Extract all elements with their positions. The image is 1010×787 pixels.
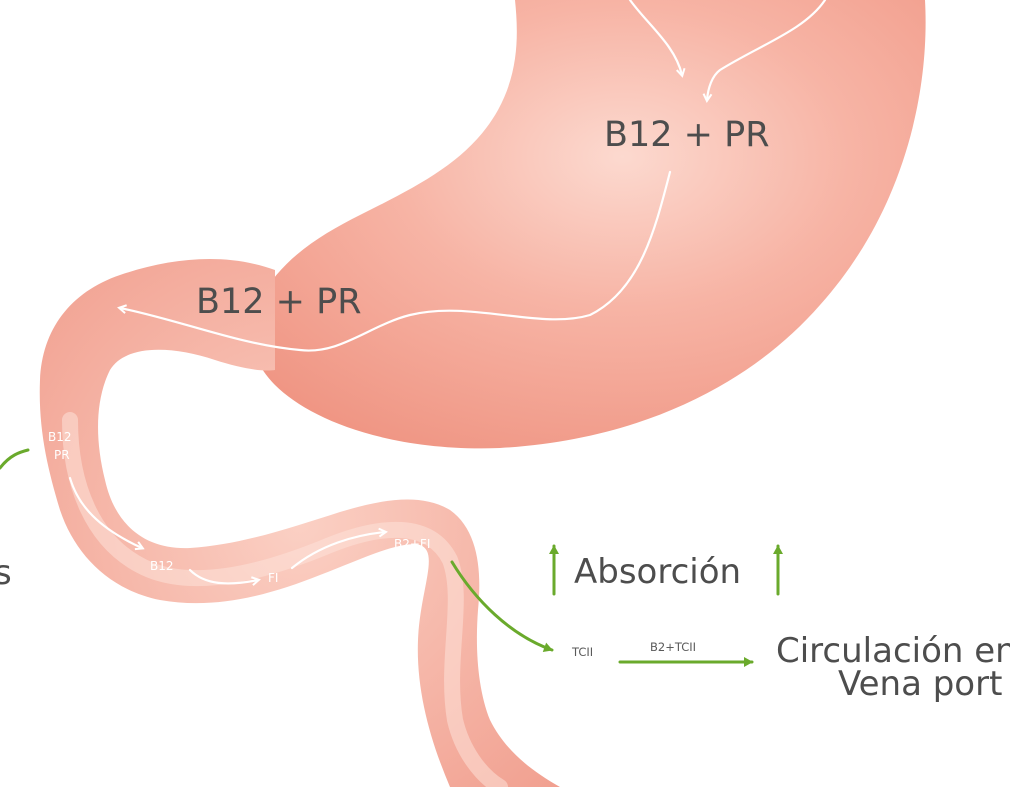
- b12-tcii-label: B2+TCII: [650, 640, 696, 654]
- intestine-fi-label: FI: [268, 571, 278, 585]
- intestine-b12-label: B12: [150, 559, 174, 573]
- duodenum-b12-label: B12: [48, 430, 72, 444]
- intestine-b12fi-label: B2+FI: [394, 537, 430, 551]
- stomach-shape: [252, 0, 926, 448]
- absorption-label: Absorción: [574, 552, 741, 592]
- pylorus-complex-label: B12 + PR: [196, 282, 362, 322]
- left-cut-label: s: [0, 553, 12, 593]
- stomach-complex-label: B12 + PR: [604, 115, 770, 155]
- left-cut-green-arrow: [0, 450, 28, 468]
- tcii-label: TCII: [571, 645, 593, 659]
- duodenum-pr-label: PR: [54, 448, 70, 462]
- circulation-label-line2: Vena port: [838, 664, 1002, 704]
